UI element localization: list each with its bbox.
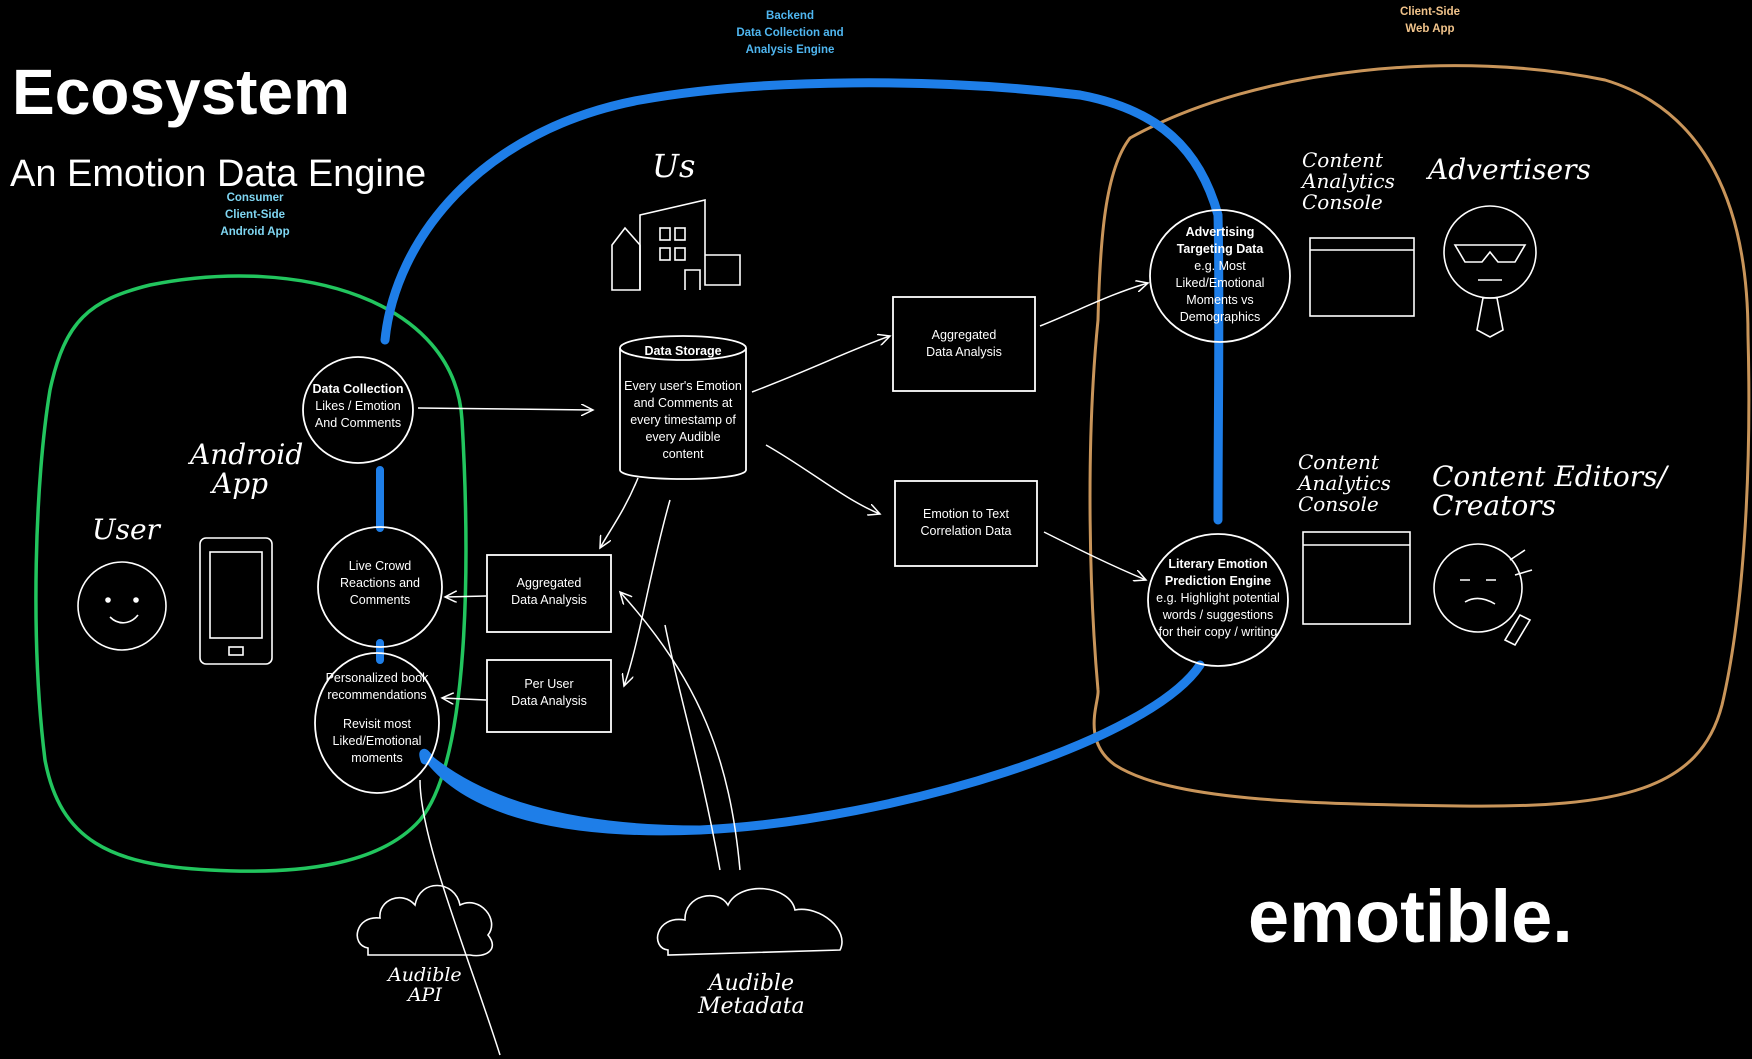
phone-icon: [199, 537, 273, 665]
arrow-storage-to-agg-left: [600, 477, 639, 548]
web-app-outline: [1058, 65, 1748, 806]
web-app-boundary: [1095, 66, 1748, 806]
arrow-storage-to-per-user: [624, 499, 671, 686]
console-window-top: [1309, 237, 1415, 317]
arrow-per-user-to-personalized: [442, 698, 487, 700]
web-region-shape: [1083, 66, 1749, 806]
ad-targeting-label: Advertising Targeting Data e.g. Most Lik…: [1175, 225, 1265, 324]
advertiser-icon: [1443, 205, 1537, 338]
data-storage-label: Data Storage: [644, 344, 722, 358]
audible-api-label: Audible API: [388, 964, 462, 1006]
arrow-emotion-to-literary: [1043, 531, 1146, 580]
backend-bottom-arc: [425, 755, 705, 835]
web-app-orange-outline: [1082, 66, 1749, 806]
personalized-node: [314, 652, 440, 794]
web-app-orange-boundary: [1088, 64, 1751, 808]
web-app-loop: [1056, 65, 1749, 806]
per-user-box: [486, 659, 612, 733]
line-api-to-personalized: [419, 779, 501, 1056]
web-region-label: Client-Side Web App: [1399, 6, 1461, 35]
audible-metadata-label: Audible Metadata: [698, 971, 805, 1020]
arrow-storage-to-agg-top: [751, 336, 890, 393]
arrow-agg-left-to-live: [445, 596, 487, 597]
orange-region: [1087, 66, 1749, 806]
live-crowd-label: Live Crowd Reactions and Comments: [340, 559, 420, 607]
emotion-text-label: Emotion to Text Correlation Data: [920, 507, 1012, 538]
data-storage-cylinder: [619, 335, 747, 480]
user-hand-label: User: [92, 513, 160, 546]
content-console-bottom-label: Content Analytics Console: [1298, 450, 1391, 516]
content-editors-label: Content Editors/ Creators: [1432, 460, 1667, 523]
web-region-main: [1087, 66, 1749, 806]
agg-left-box: [486, 554, 612, 633]
us-label: Us: [652, 147, 696, 185]
cloud-audible-metadata-icon: [656, 887, 843, 956]
agg-top-label: Aggregated Data Analysis: [926, 328, 1002, 359]
arrow-metadata-to-agg-left: [620, 592, 741, 871]
building-icon: [611, 198, 741, 291]
android-app-region: [34, 274, 468, 873]
client-side-web-app-outline: [1093, 66, 1749, 806]
cloud-audible-api-icon: [356, 884, 494, 957]
client-web-region: [1086, 66, 1749, 806]
content-console-top-label: Content Analytics Console: [1302, 148, 1395, 214]
agg-top-box: [892, 296, 1036, 392]
page-subtitle: An Emotion Data Engine: [10, 153, 427, 195]
android-region-label: Consumer Client-Side Android App: [220, 192, 290, 238]
android-app-hand-label: Android App: [190, 438, 304, 501]
agg-left-label: Aggregated Data Analysis: [511, 576, 587, 607]
brand-logo: emotible.: [1248, 875, 1573, 958]
backend-region-label: Backend Data Collection and Analysis Eng…: [736, 10, 844, 56]
data-collection-node: [302, 356, 414, 464]
literary-label: Literary Emotion Prediction Engine e.g. …: [1156, 557, 1280, 639]
arrow-collection-to-storage: [417, 408, 593, 410]
line-metadata: [664, 624, 721, 871]
client-web-outline: [1085, 66, 1749, 806]
personalized-label: Personalized book recommendations Revisi…: [325, 671, 429, 765]
arrow-storage-to-emotion: [765, 444, 880, 514]
emotion-text-box: [894, 480, 1038, 567]
creator-icon: [1433, 543, 1533, 647]
per-user-label: Per User Data Analysis: [511, 677, 587, 708]
ad-targeting-node: [1149, 209, 1291, 343]
literary-node: [1147, 533, 1289, 667]
live-crowd-node: [317, 526, 443, 648]
data-collection-label: Data Collection Likes / Emotion And Comm…: [312, 382, 404, 430]
client-web-app-region: [1084, 66, 1749, 806]
user-face-icon: [77, 561, 167, 651]
arrow-agg-top-to-ad: [1039, 283, 1148, 327]
data-storage-description: Every user's Emotion and Comments at eve…: [624, 379, 742, 461]
advertisers-label: Advertisers: [1428, 153, 1591, 186]
console-window-bottom: [1302, 531, 1411, 625]
page-title: Ecosystem: [12, 56, 350, 128]
